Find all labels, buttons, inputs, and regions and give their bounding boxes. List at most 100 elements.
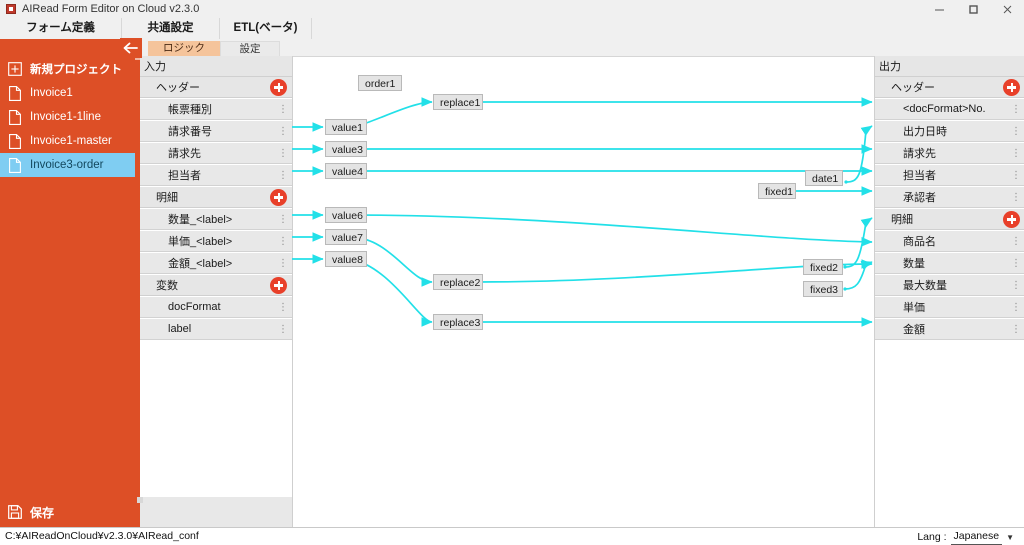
field-menu-icon[interactable]: ⋮ <box>278 301 288 313</box>
field-label: 金額_<label> <box>168 258 233 270</box>
language-selector[interactable]: Lang : Japanese ▼ <box>917 529 1014 545</box>
field-menu-icon[interactable]: ⋮ <box>1011 257 1021 269</box>
output-panel: 出力 ヘッダー <docFormat>No. ⋮ 出力日時 ⋮ 請求先 ⋮ 担当… <box>874 56 1024 527</box>
file-icon <box>0 109 30 125</box>
field-menu-icon[interactable]: ⋮ <box>278 323 288 335</box>
input-group-variables[interactable]: 変数 <box>140 275 292 296</box>
input-field-row[interactable]: 数量_<label> ⋮ <box>140 209 292 230</box>
add-field-icon[interactable] <box>1003 78 1020 96</box>
node-replace2[interactable]: replace2 <box>433 274 483 290</box>
field-menu-icon[interactable]: ⋮ <box>1011 279 1021 291</box>
field-label: label <box>168 323 192 335</box>
tab-form-definition[interactable]: フォーム定義 <box>0 18 122 39</box>
group-label: ヘッダー <box>156 82 200 94</box>
output-field-row[interactable]: 最大数量 ⋮ <box>875 275 1024 296</box>
output-field-row[interactable]: 承認者 ⋮ <box>875 187 1024 208</box>
tab-etl-beta[interactable]: ETL(ベータ) <box>220 18 312 39</box>
node-value8[interactable]: value8 <box>325 251 367 267</box>
input-field-row[interactable]: 担当者 ⋮ <box>140 165 292 186</box>
new-project-button[interactable]: 新規プロジェクト <box>0 57 140 81</box>
field-menu-icon[interactable]: ⋮ <box>278 213 288 225</box>
input-panel-title-label: 入力 <box>144 61 166 73</box>
language-label: Lang : <box>917 530 947 543</box>
node-replace1[interactable]: replace1 <box>433 94 483 110</box>
field-menu-icon[interactable]: ⋮ <box>278 169 288 181</box>
node-replace3[interactable]: replace3 <box>433 314 483 330</box>
output-field-row[interactable]: 単価 ⋮ <box>875 297 1024 318</box>
field-menu-icon[interactable]: ⋮ <box>1011 323 1021 335</box>
input-field-row[interactable]: 単価_<label> ⋮ <box>140 231 292 252</box>
sidebar-item-invoice1-master[interactable]: Invoice1-master <box>0 129 140 153</box>
minimize-icon[interactable] <box>922 0 956 18</box>
group-label: 明細 <box>891 214 913 226</box>
field-menu-icon[interactable]: ⋮ <box>1011 301 1021 313</box>
window-titlebar: AIRead Form Editor on Cloud v2.3.0 <box>0 0 1024 19</box>
output-field-row[interactable]: <docFormat>No. ⋮ <box>875 99 1024 120</box>
tab-logic[interactable]: ロジック <box>148 41 220 56</box>
output-panel-title-label: 出力 <box>879 61 901 73</box>
output-field-row[interactable]: 請求先 ⋮ <box>875 143 1024 164</box>
group-label: 明細 <box>156 192 178 204</box>
output-field-row[interactable]: 担当者 ⋮ <box>875 165 1024 186</box>
save-icon <box>0 505 30 519</box>
input-group-detail[interactable]: 明細 <box>140 187 292 208</box>
node-fixed3[interactable]: fixed3 <box>803 281 843 297</box>
node-value4[interactable]: value4 <box>325 163 367 179</box>
output-field-row[interactable]: 数量 ⋮ <box>875 253 1024 274</box>
sidebar-item-invoice3-order[interactable]: Invoice3-order <box>0 153 140 177</box>
node-fixed1[interactable]: fixed1 <box>758 183 796 199</box>
save-button[interactable]: 保存 <box>0 497 140 527</box>
group-label: 変数 <box>156 280 178 292</box>
input-panel-title[interactable]: 入力 <box>140 56 292 77</box>
sidebar-item-invoice1[interactable]: Invoice1 <box>0 81 140 105</box>
node-fixed2[interactable]: fixed2 <box>803 259 843 275</box>
node-value1[interactable]: value1 <box>325 119 367 135</box>
add-field-icon[interactable] <box>270 276 287 294</box>
field-menu-icon[interactable]: ⋮ <box>278 257 288 269</box>
field-menu-icon[interactable]: ⋮ <box>278 125 288 137</box>
node-value6[interactable]: value6 <box>325 207 367 223</box>
input-field-row[interactable]: 請求番号 ⋮ <box>140 121 292 142</box>
input-field-row[interactable]: 金額_<label> ⋮ <box>140 253 292 274</box>
chevron-down-icon[interactable]: ▼ <box>1006 532 1014 542</box>
node-order1[interactable]: order1 <box>358 75 402 91</box>
add-field-icon[interactable] <box>1003 210 1020 228</box>
output-panel-title[interactable]: 出力 <box>875 56 1024 77</box>
file-icon <box>0 157 30 173</box>
input-group-header[interactable]: ヘッダー <box>140 77 292 98</box>
sidebar-item-label: Invoice1 <box>30 87 73 99</box>
language-value[interactable]: Japanese <box>950 529 1003 545</box>
input-field-row[interactable]: 請求先 ⋮ <box>140 143 292 164</box>
field-menu-icon[interactable]: ⋮ <box>1011 147 1021 159</box>
node-value7[interactable]: value7 <box>325 229 367 245</box>
back-arrow-icon[interactable] <box>120 38 142 58</box>
node-date1[interactable]: date1 <box>805 170 843 186</box>
field-menu-icon[interactable]: ⋮ <box>1011 169 1021 181</box>
add-field-icon[interactable] <box>270 188 287 206</box>
output-field-row[interactable]: 商品名 ⋮ <box>875 231 1024 252</box>
sidebar-item-invoice1-1line[interactable]: Invoice1-1line <box>0 105 140 129</box>
add-field-icon[interactable] <box>270 78 287 96</box>
close-icon[interactable] <box>990 0 1024 18</box>
field-menu-icon[interactable]: ⋮ <box>278 235 288 247</box>
tab-settings[interactable]: 設定 <box>220 41 280 56</box>
output-group-header[interactable]: ヘッダー <box>875 77 1024 98</box>
field-menu-icon[interactable]: ⋮ <box>1011 125 1021 137</box>
input-field-row[interactable]: label ⋮ <box>140 319 292 340</box>
config-path-label: C:¥AIReadOnCloud¥v2.3.0¥AIRead_conf <box>5 530 199 542</box>
output-field-row[interactable]: 金額 ⋮ <box>875 319 1024 340</box>
field-menu-icon[interactable]: ⋮ <box>278 103 288 115</box>
field-menu-icon[interactable]: ⋮ <box>1011 191 1021 203</box>
input-field-row[interactable]: docFormat ⋮ <box>140 297 292 318</box>
field-menu-icon[interactable]: ⋮ <box>1011 235 1021 247</box>
field-menu-icon[interactable]: ⋮ <box>278 147 288 159</box>
file-icon <box>0 85 30 101</box>
field-menu-icon[interactable]: ⋮ <box>1011 103 1021 115</box>
tab-common-settings[interactable]: 共通設定 <box>122 18 220 39</box>
node-value3[interactable]: value3 <box>325 141 367 157</box>
output-field-row[interactable]: 出力日時 ⋮ <box>875 121 1024 142</box>
sidebar-item-label: Invoice1-1line <box>30 111 101 123</box>
input-field-row[interactable]: 帳票種別 ⋮ <box>140 99 292 120</box>
maximize-icon[interactable] <box>956 0 990 18</box>
output-group-detail[interactable]: 明細 <box>875 209 1024 230</box>
